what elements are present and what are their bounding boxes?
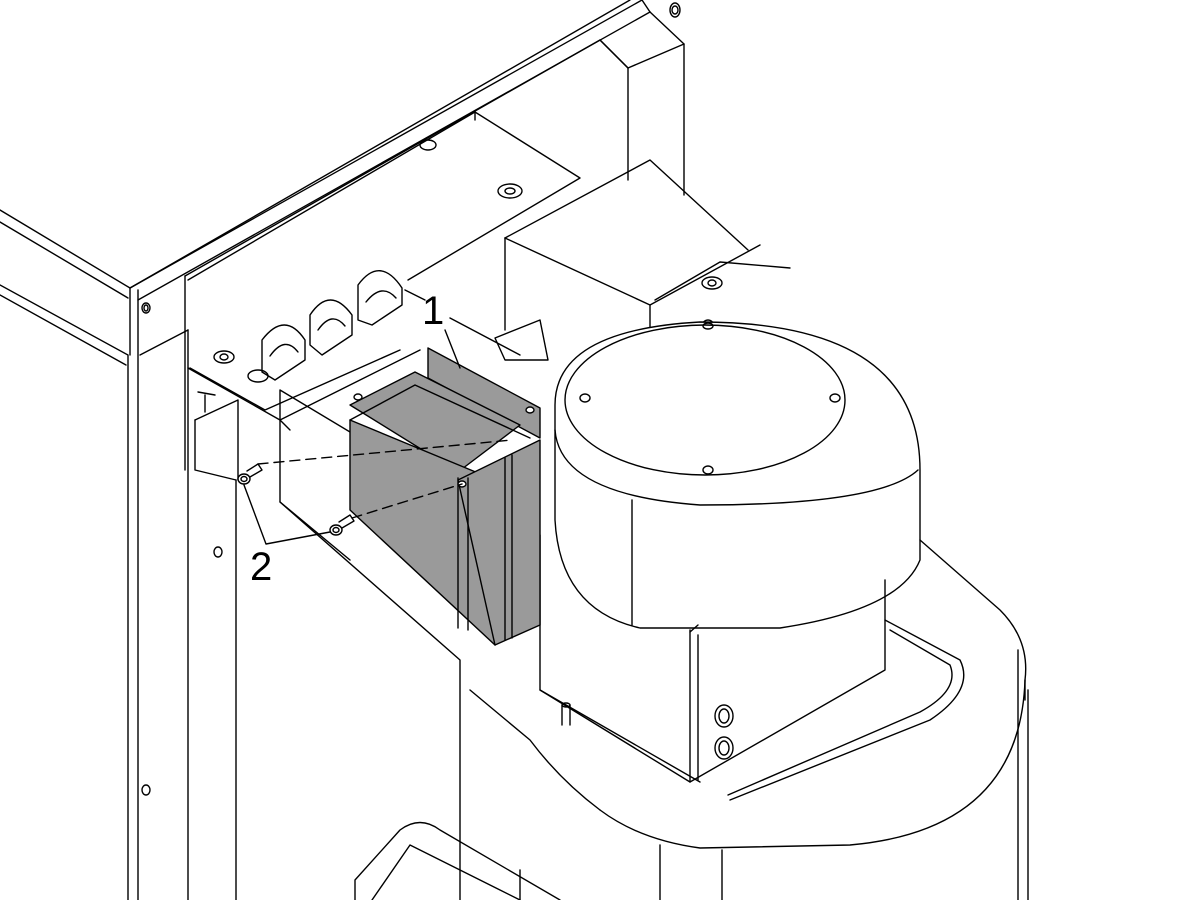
- highlighted-bracket-top-plate: [427, 347, 541, 439]
- alignment-dashed-lines: [257, 439, 513, 519]
- callout-label-2: 2: [250, 545, 272, 589]
- cabinet-frame: [0, 0, 685, 900]
- highlighted-bracket-box: [349, 347, 541, 646]
- blower-housing: [554, 321, 921, 629]
- screw-icon: [237, 463, 355, 536]
- left-side-wall: [194, 391, 239, 481]
- callout-label-1: 1: [422, 289, 444, 333]
- callout-leader-lines: [243, 289, 521, 545]
- frame-screw-icon: [141, 2, 681, 796]
- cable-clamp-icon: [261, 270, 403, 381]
- blower-base-box: [539, 534, 886, 783]
